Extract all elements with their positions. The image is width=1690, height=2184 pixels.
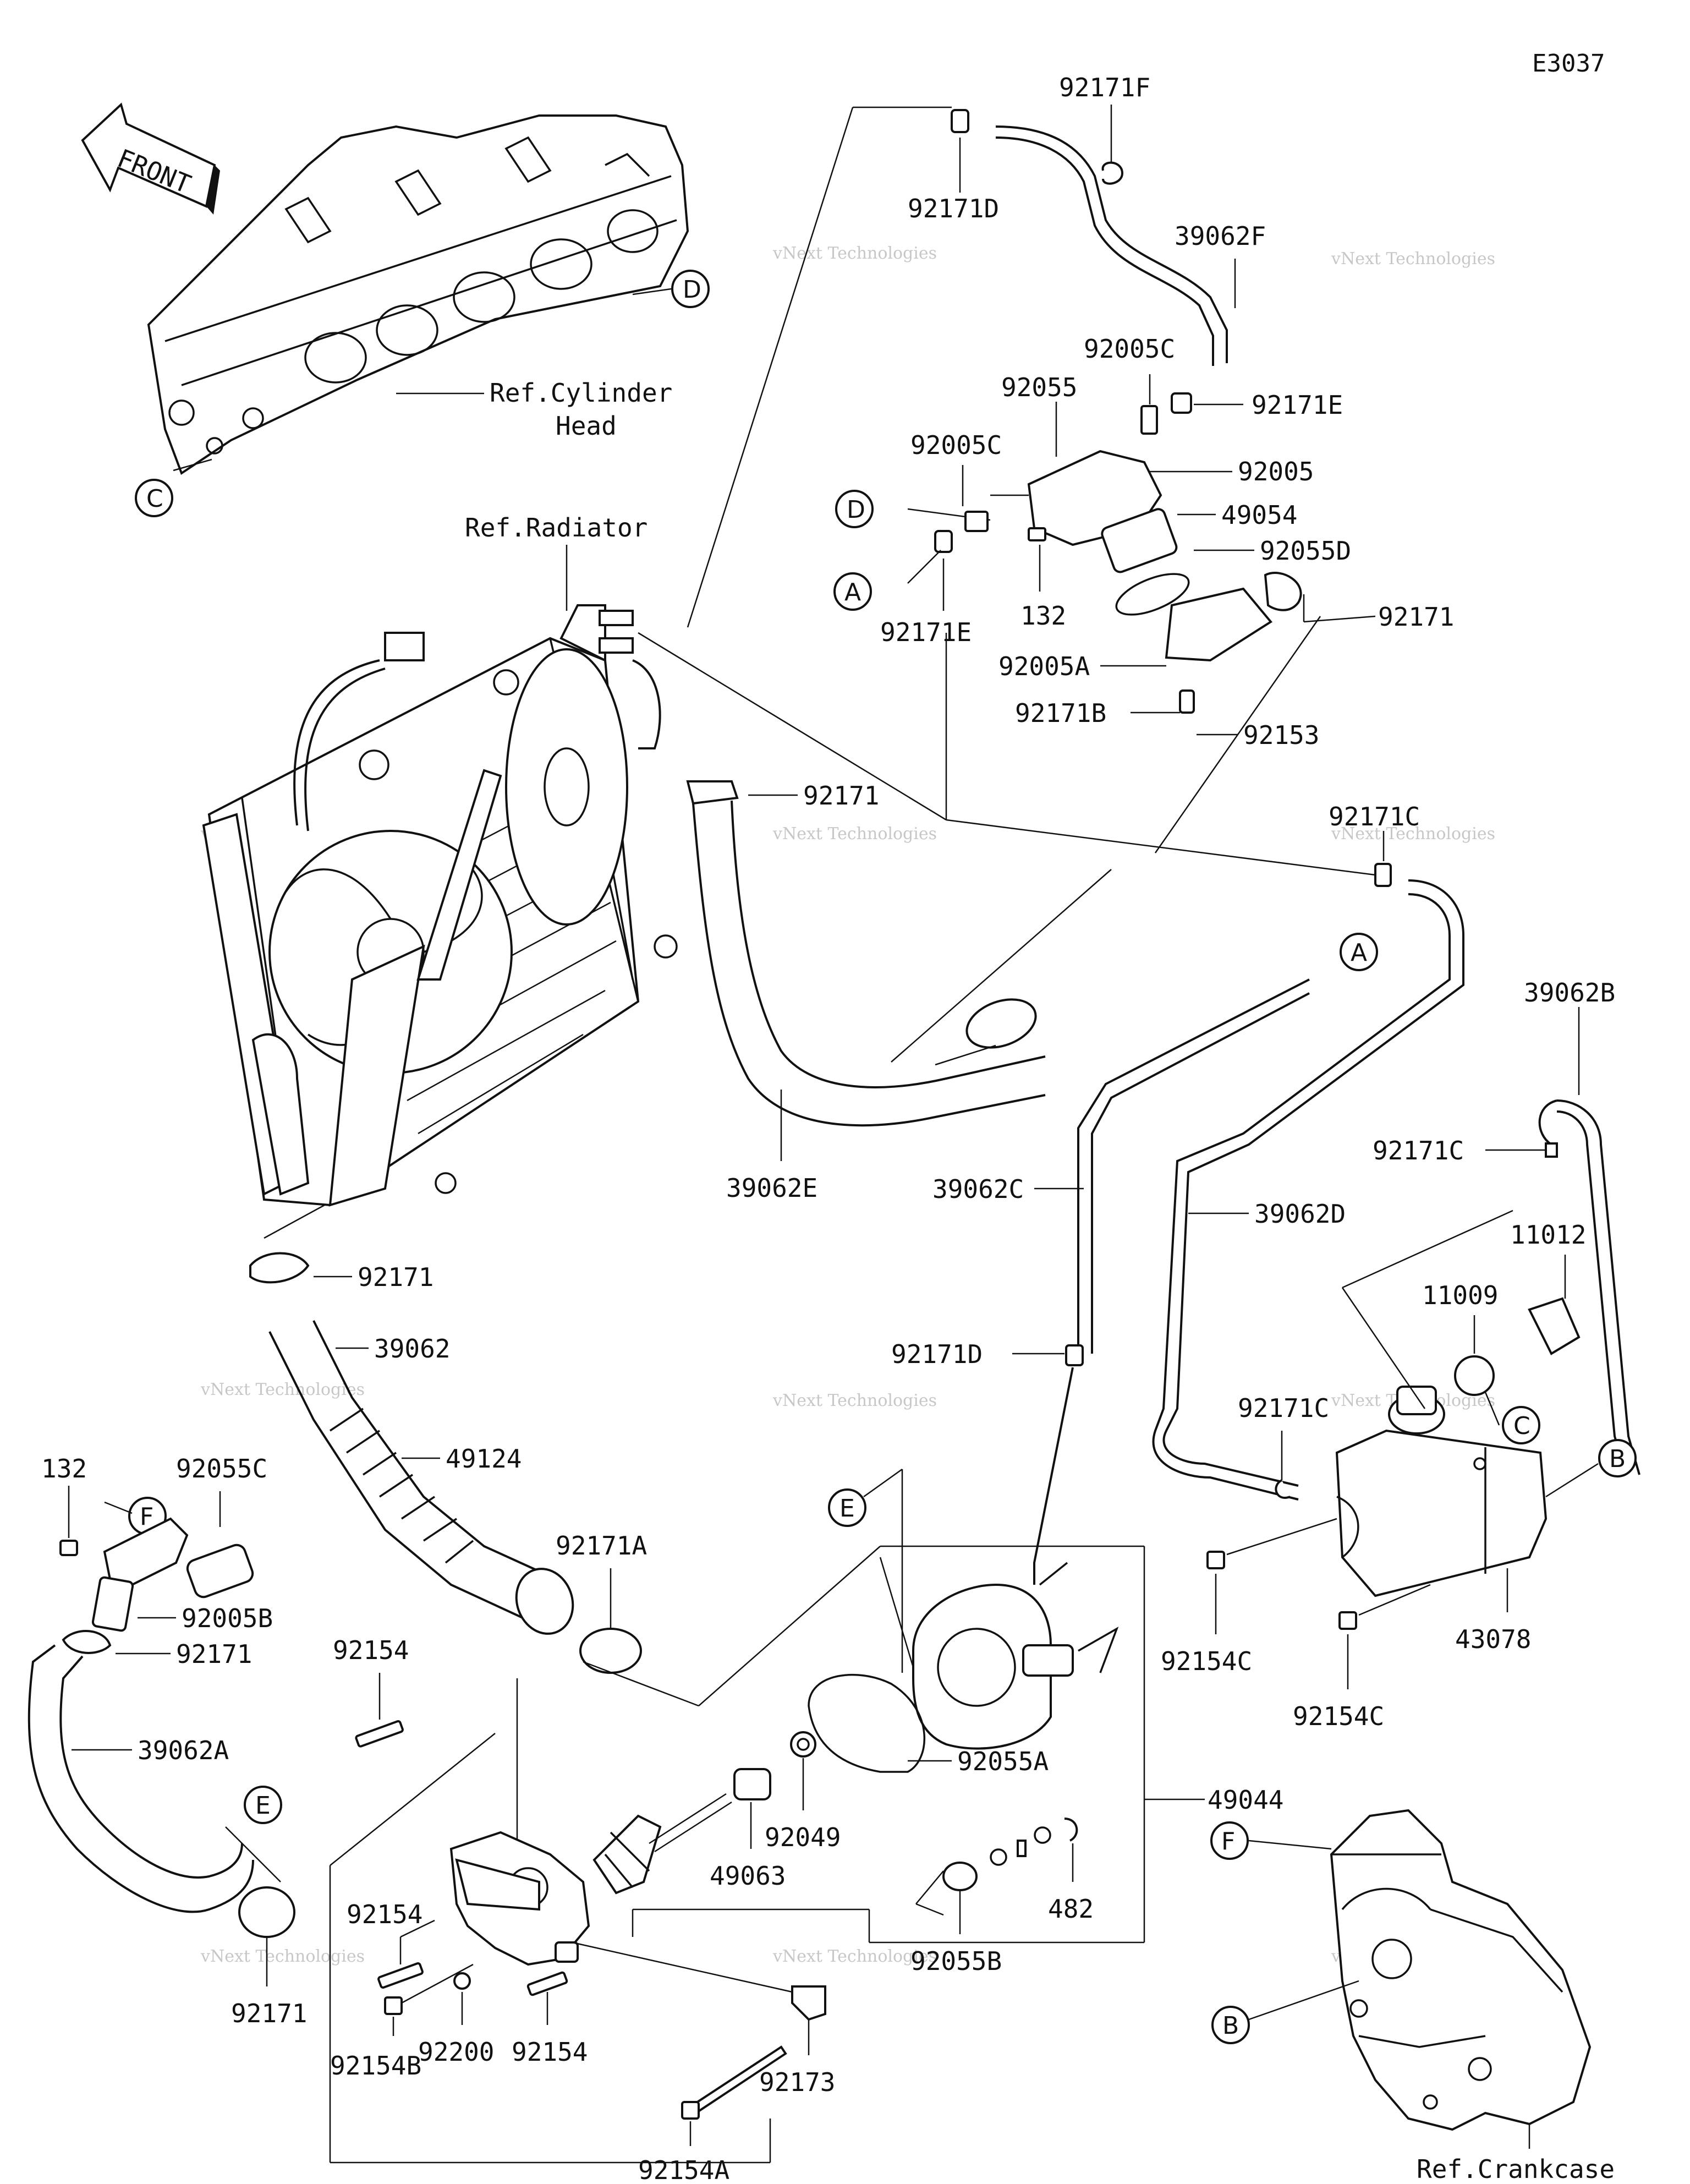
part-label-92055C: 92055C <box>176 1454 267 1484</box>
part-label-39062F: 39062F <box>1175 221 1266 251</box>
ref-cylinder-head: Ref.Cylinder <box>490 378 672 408</box>
connector-marker-c <box>1502 1406 1540 1444</box>
connector-marker-label: A <box>844 578 861 606</box>
thermostat-housing-illustration <box>1027 450 1302 714</box>
crankcase-illustration <box>1330 1809 1592 2131</box>
part-label-92171D: 92171D <box>908 194 999 223</box>
ref-crankcase: Ref.Crankcase <box>1417 2154 1615 2184</box>
part-label-92154B: 92154B <box>330 2051 421 2081</box>
watermark-text: vNext Technologies <box>772 1391 937 1410</box>
part-label-92154C: 92154C <box>1293 1701 1384 1731</box>
part-label-132: 132 <box>1020 601 1066 631</box>
part-label-92171: 92171 <box>231 1999 307 2028</box>
watermark-text: vNext Technologies <box>1331 249 1495 269</box>
part-label-92171D: 92171D <box>891 1339 983 1369</box>
part-label-39062C: 39062C <box>932 1174 1024 1204</box>
part-label-92171C: 92171C <box>1238 1393 1329 1423</box>
watermark-text: vNext Technologies <box>772 244 937 263</box>
reservoir-tank-illustration <box>1335 1386 1548 1597</box>
part-label-92055A: 92055A <box>957 1747 1049 1776</box>
part-label-39062B: 39062B <box>1524 978 1615 1008</box>
connector-marker-label: F <box>140 1503 153 1531</box>
part-label-92005C: 92005C <box>910 430 1002 460</box>
part-label-92171: 92171 <box>176 1639 252 1669</box>
part-label-92055B: 92055B <box>910 1946 1002 1976</box>
connector-marker-d <box>671 270 710 308</box>
part-label-49054: 49054 <box>1221 500 1297 530</box>
part-label-92173: 92173 <box>759 2067 835 2097</box>
part-label-39062D: 39062D <box>1254 1199 1346 1229</box>
part-label-92171A: 92171A <box>556 1531 647 1561</box>
radiator-illustration <box>202 604 678 1207</box>
part-label-92153: 92153 <box>1243 720 1319 750</box>
part-label-132: 132 <box>41 1454 87 1484</box>
part-label-49124: 49124 <box>446 1444 522 1474</box>
connector-marker-d <box>835 490 874 528</box>
connector-marker-label: B <box>1609 1445 1626 1473</box>
part-label-92154: 92154 <box>512 2037 588 2067</box>
part-label-92005C: 92005C <box>1084 334 1175 364</box>
watermark-text: vNext Technologies <box>200 1947 365 1966</box>
part-label-92171: 92171 <box>803 781 879 811</box>
part-label-39062A: 39062A <box>138 1736 229 1765</box>
watermark-text: vNext Technologies <box>1331 824 1495 844</box>
part-label-92200: 92200 <box>418 2037 494 2067</box>
ref-radiator: Ref.Radiator <box>465 513 648 543</box>
part-label-92171F: 92171F <box>1059 73 1150 102</box>
pump-body-illustration <box>449 1831 590 1966</box>
connector-marker-label: D <box>683 276 701 304</box>
part-label-92171E: 92171E <box>1252 390 1343 420</box>
water-pump-cover-illustration <box>912 1562 1119 1750</box>
part-label-39062E: 39062E <box>726 1173 817 1203</box>
part-label-11012: 11012 <box>1510 1220 1586 1250</box>
connector-marker-c <box>135 479 173 517</box>
part-label-92171C: 92171C <box>1373 1136 1464 1165</box>
part-label-49044: 49044 <box>1208 1785 1283 1815</box>
impeller-illustration <box>592 1793 732 1895</box>
connector-marker-a <box>1340 933 1378 971</box>
part-label-49063: 49063 <box>710 1861 786 1891</box>
ref-cylinder-head-line2: Head <box>556 411 617 441</box>
connector-marker-f <box>1210 1821 1249 1860</box>
connector-marker-e <box>244 1786 282 1824</box>
part-label-92154A: 92154A <box>638 2155 729 2184</box>
connector-marker-b <box>1211 2006 1250 2044</box>
part-label-39062: 39062 <box>374 1334 450 1364</box>
part-label-482: 482 <box>1048 1894 1094 1924</box>
connector-marker-label: B <box>1222 2012 1239 2040</box>
connector-marker-label: D <box>847 496 865 524</box>
connector-marker-a <box>833 572 872 611</box>
connector-marker-label: E <box>839 1495 855 1523</box>
connector-marker-label: E <box>255 1792 271 1820</box>
connector-marker-e <box>828 1488 866 1527</box>
part-label-92005: 92005 <box>1238 457 1314 486</box>
part-label-92055: 92055 <box>1001 373 1077 402</box>
part-label-92049: 92049 <box>765 1822 841 1852</box>
watermark-text: vNext Technologies <box>200 1380 365 1399</box>
part-label-92171: 92171 <box>1378 602 1454 632</box>
connector-marker-label: C <box>146 485 163 513</box>
diagram-code: E3037 <box>1532 50 1605 78</box>
connector-marker-label: F <box>1221 1827 1235 1855</box>
part-label-92154: 92154 <box>347 1900 422 1929</box>
part-label-92171B: 92171B <box>1015 698 1106 728</box>
connector-marker-label: A <box>1351 939 1367 967</box>
part-label-92055D: 92055D <box>1260 536 1351 566</box>
part-label-92005A: 92005A <box>998 652 1090 681</box>
part-label-92005B: 92005B <box>182 1603 273 1633</box>
part-label-92171C: 92171C <box>1329 802 1420 831</box>
part-label-92154C: 92154C <box>1161 1646 1252 1676</box>
watermark-text: vNext Technologies <box>772 1947 937 1966</box>
connector-marker-b <box>1598 1439 1637 1477</box>
part-label-92171E: 92171E <box>880 617 972 647</box>
cylinder-head-illustration <box>147 114 689 475</box>
part-label-11009: 11009 <box>1422 1280 1498 1310</box>
front-arrow: FRONT <box>81 102 220 215</box>
connector-marker-label: C <box>1513 1412 1530 1440</box>
part-label-92171: 92171 <box>358 1262 434 1292</box>
watermark-text: vNext Technologies <box>772 824 937 844</box>
part-label-43078: 43078 <box>1455 1624 1531 1654</box>
part-label-92154: 92154 <box>333 1635 409 1665</box>
